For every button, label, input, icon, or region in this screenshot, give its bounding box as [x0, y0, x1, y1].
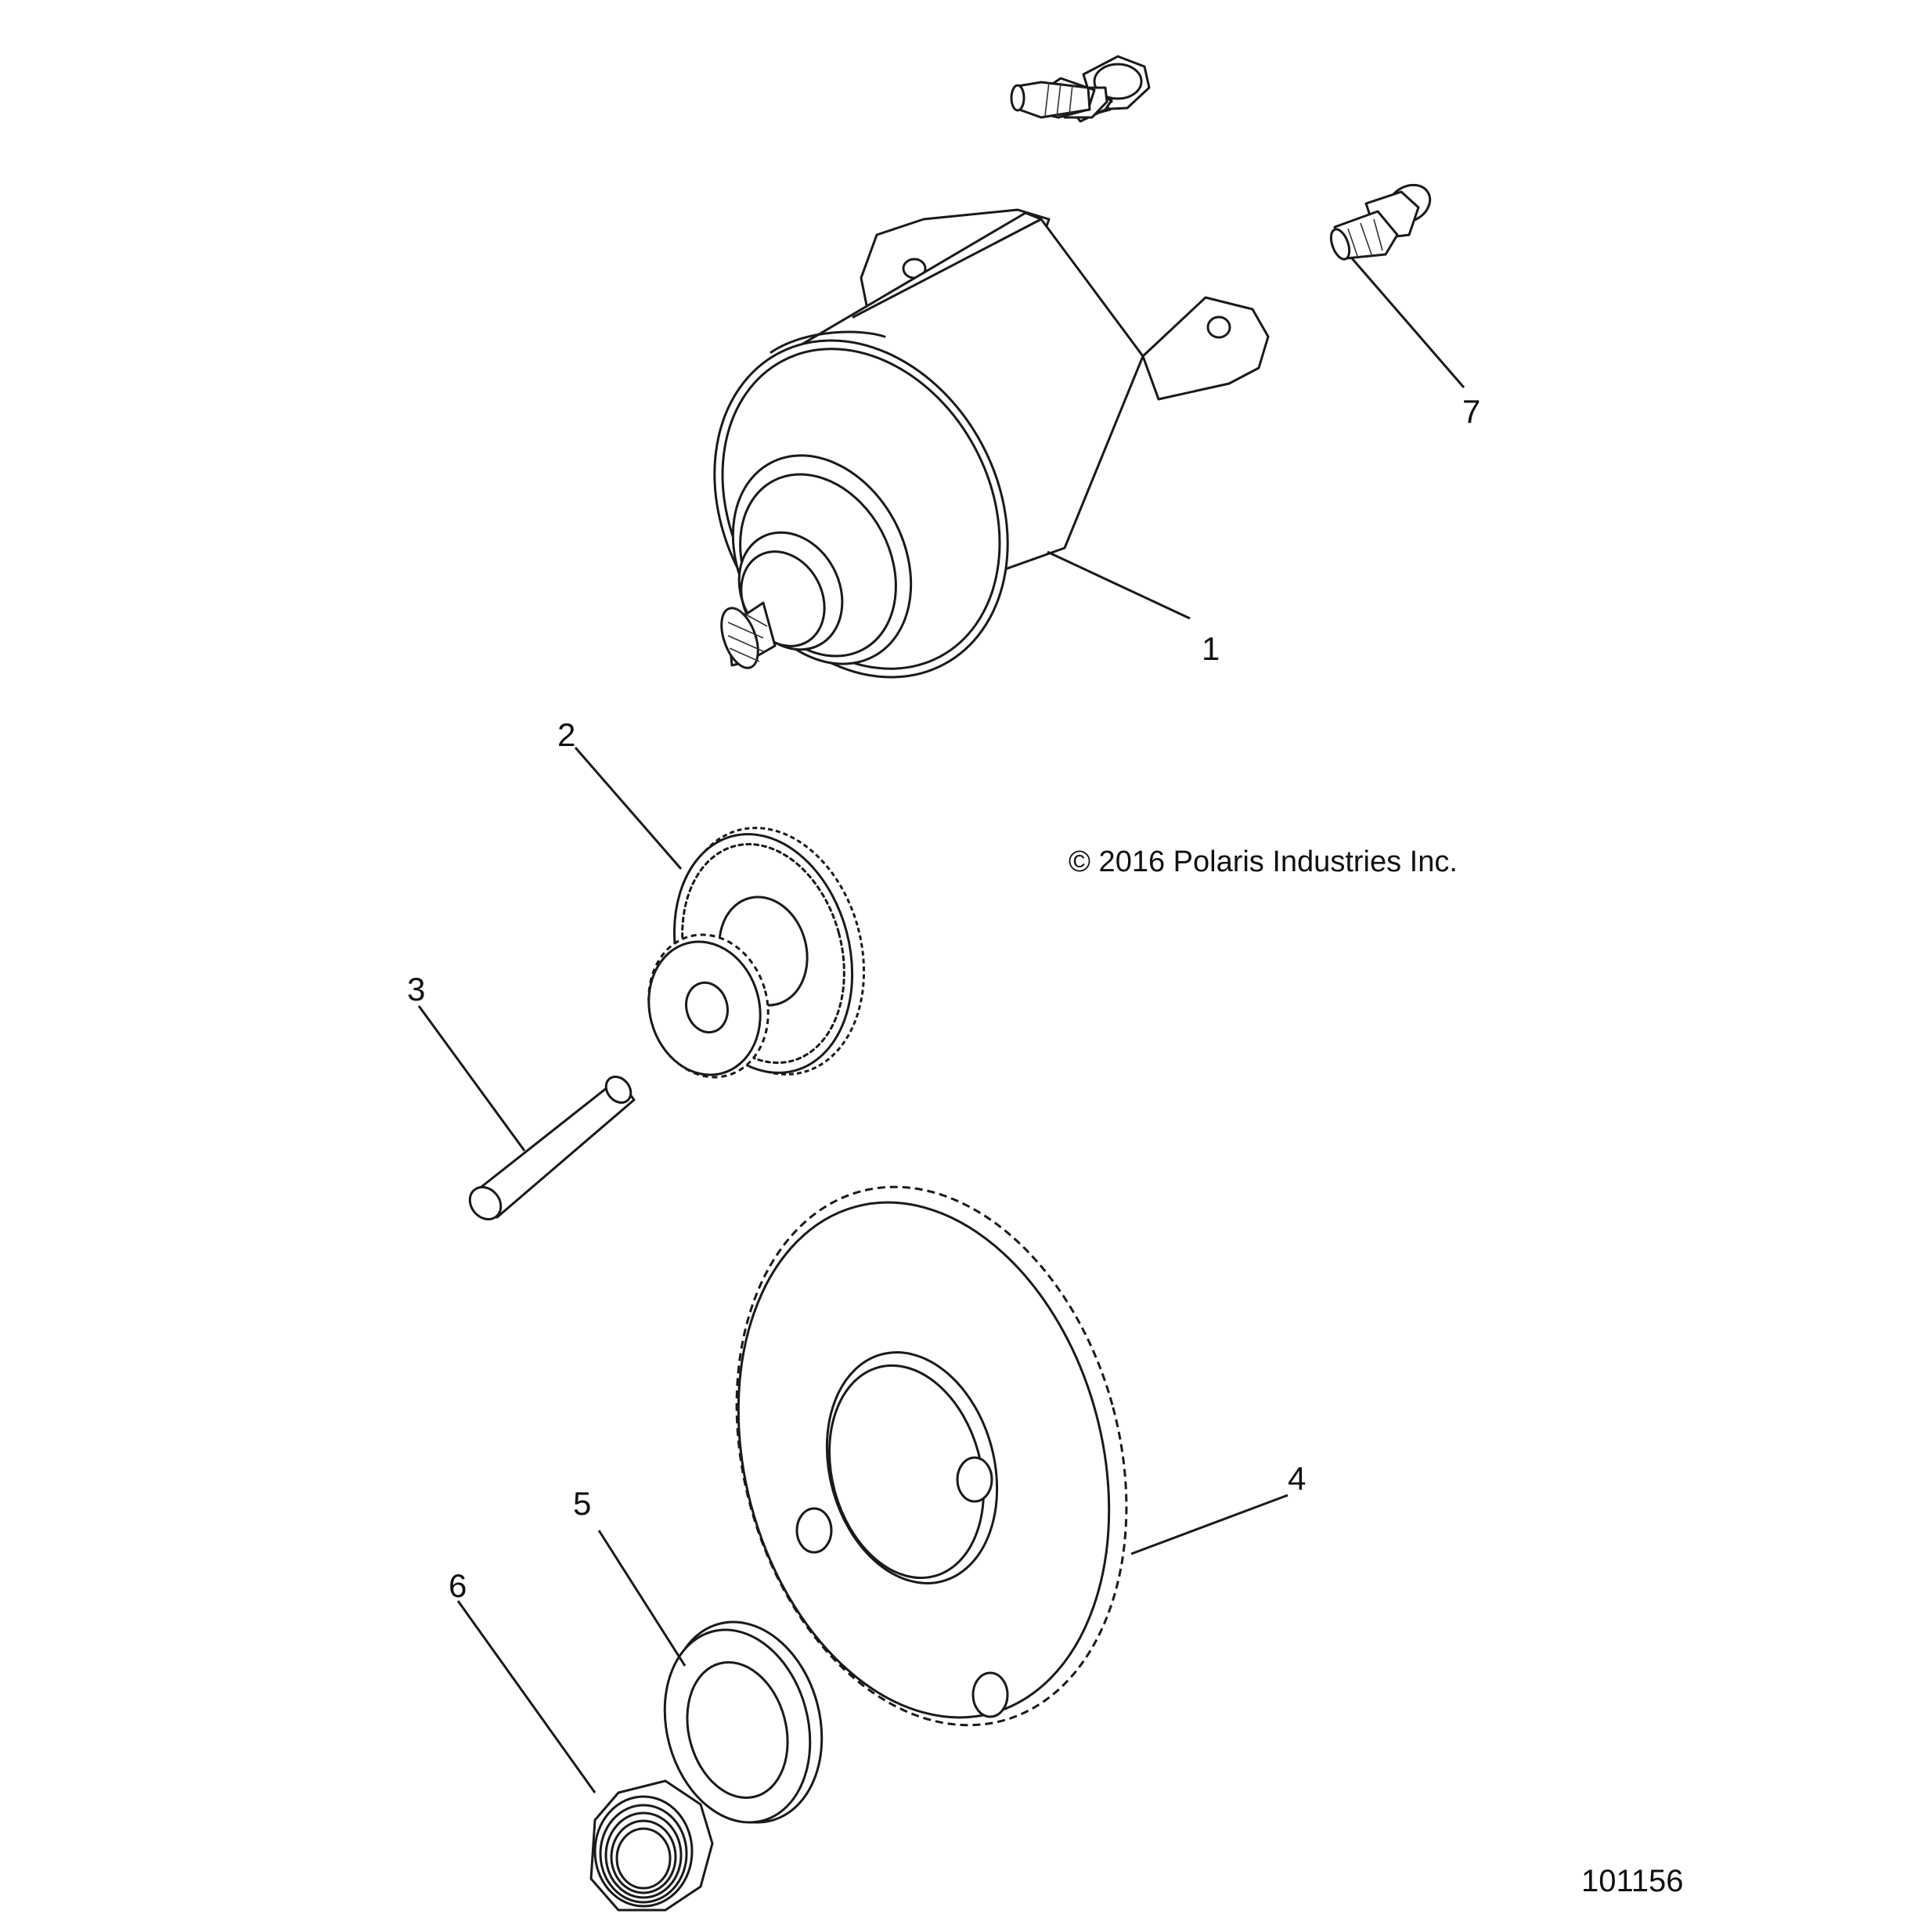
idler-gear[interactable] [633, 807, 891, 1096]
leader-3 [417, 1005, 526, 1152]
washer[interactable] [644, 1605, 844, 1840]
callout-7: 7 [1462, 393, 1481, 430]
leader-7 [1350, 258, 1465, 388]
callout-4: 4 [1288, 1460, 1307, 1497]
figure-number: 101156 [1581, 1864, 1684, 1898]
leader-5 [597, 1530, 687, 1667]
callout-1: 1 [1202, 630, 1220, 667]
starter-motor[interactable] [658, 208, 1270, 729]
leader-6 [456, 1600, 597, 1793]
lock-nut[interactable] [589, 1779, 714, 1912]
callout-2: 2 [557, 716, 576, 753]
callout-3: 3 [407, 971, 426, 1007]
leader-1 [1047, 550, 1191, 620]
leader-4 [1130, 1494, 1289, 1555]
callout-6: 6 [449, 1567, 467, 1604]
bolt-right[interactable] [1328, 178, 1436, 261]
leader-2 [574, 747, 683, 870]
copyright-notice: © 2016 Polaris Industries Inc. [1069, 845, 1458, 878]
callout-5: 5 [573, 1485, 592, 1522]
idler-shaft[interactable] [463, 1072, 636, 1225]
ring-gear[interactable] [679, 1143, 1184, 1769]
bolt-top[interactable] [1010, 55, 1151, 123]
